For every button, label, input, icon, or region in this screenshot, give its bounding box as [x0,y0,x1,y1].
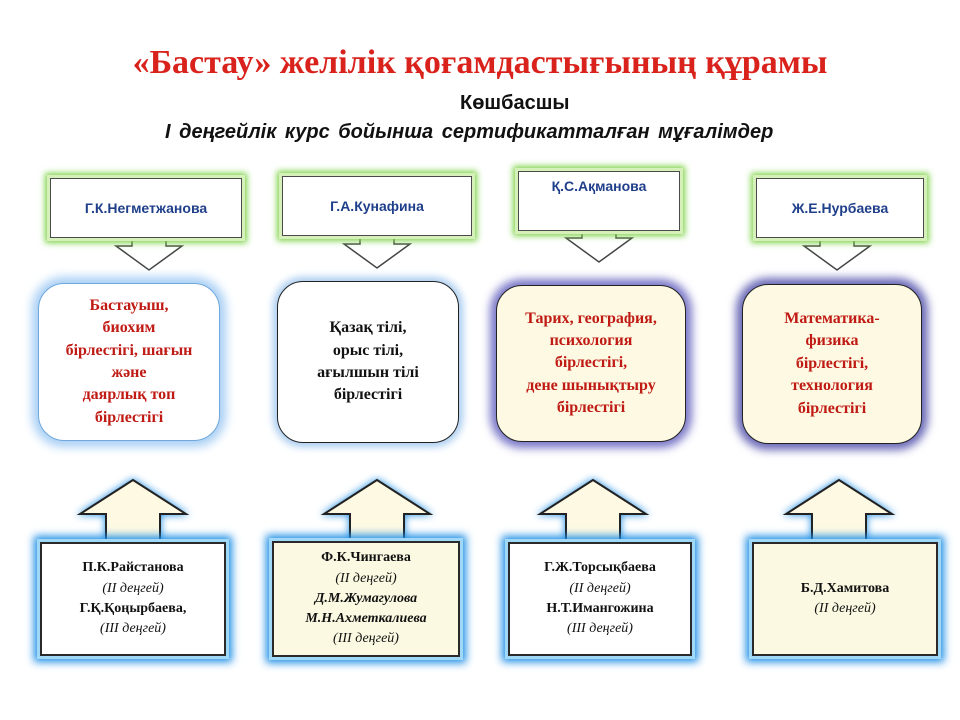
leader-box-4: Ж.Е.Нурбаева [756,178,924,238]
down-arrow-4 [801,233,873,271]
association-line: бірлестігі [556,399,626,417]
member-name: Ф.К.Чингаева [321,550,411,566]
member-name: Д.М.Жумагулова [314,590,418,606]
down-arrow-3 [563,225,635,263]
member-name: П.К.Райстанова [82,560,184,576]
member-level: (ІІ деңгей) [335,570,397,586]
leader-box-1: Г.К.Негметжанова [50,178,242,238]
association-line: және [111,364,147,381]
association-line: Тарих, география, [525,309,657,327]
association-line: Қазақ тілі, [329,319,407,337]
members-box-1: П.К.Райстанова (ІІ деңгей) Г.Қ.Қоңырбаев… [40,542,226,656]
member-name: Н.Т.Имангожина [546,601,654,616]
association-line: ағылшын тілі [317,364,419,381]
member-level: (ІІІ деңгей) [567,621,633,637]
association-line: биохим [102,319,156,337]
subtitle: І деңгейлік курс бойынша сертификатталға… [165,121,774,143]
down-arrow-1 [113,233,185,271]
member-name: Г.Ж.Торсықбаева [544,560,656,576]
member-level: (ІІІ деңгей) [333,631,399,647]
member-level: (ІІІ деңгей) [100,621,166,637]
association-text: Математика- физика бірлестігі, технологи… [784,308,879,420]
association-line: бірлестігі, шағын [65,341,193,359]
leader-label: Көшбасшы [460,92,570,114]
association-box-2: Қазақ тілі, орыс тілі, ағылшын тілі бірл… [277,281,459,443]
down-arrow-2 [341,231,413,269]
member-name: Г.Қ.Қоңырбаева, [79,601,187,616]
association-box-1: Бастауыш, биохим бірлестігі, шағын және … [38,283,220,441]
association-line: Математика- [784,310,880,328]
up-arrow-3 [536,478,650,543]
association-text: Тарих, география, психология бірлестігі,… [525,308,657,420]
up-arrow-2 [320,478,434,543]
association-line: бірлестігі [94,408,164,426]
association-text: Бастауыш, биохим бірлестігі, шағын және … [66,295,193,429]
members-box-3: Г.Ж.Торсықбаева (ІІ деңгей) Н.Т.Имангожи… [508,542,692,656]
association-line: бірлестігі, [554,354,628,372]
member-name: М.Н.Ахметкалиева [305,611,427,627]
association-line: бірлестігі [333,386,403,404]
association-box-3: Тарих, география, психология бірлестігі,… [496,285,686,442]
leader-box-2: Г.А.Кунафина [282,176,472,236]
association-line: физика [805,332,859,350]
leader-name: Ж.Е.Нурбаева [791,200,889,216]
members-box-2: Ф.К.Чингаева (ІІ деңгей) Д.М.Жумагулова … [272,541,460,657]
leader-name: Г.К.Негметжанова [84,200,208,216]
association-line: даярлық топ [82,386,176,404]
members-box-4: Б.Д.Хамитова (ІІ деңгей) [752,542,938,656]
association-line: орыс тілі, [332,341,404,359]
association-line: бірлестігі [797,399,867,417]
member-level: (ІІ деңгей) [814,601,876,616]
association-line: Бастауыш, [89,296,169,314]
member-level: (ІІ деңгей) [569,580,631,596]
up-arrow-4 [782,478,896,543]
association-box-4: Математика- физика бірлестігі, технологи… [742,284,922,444]
association-line: дене шынықтыру [526,376,656,394]
association-line: технология [791,377,873,395]
association-text: Қазақ тілі, орыс тілі, ағылшын тілі бірл… [317,317,419,407]
up-arrow-1 [76,478,190,543]
member-name: Б.Д.Хамитова [800,580,890,596]
leader-box-3: Қ.С.Ақманова [518,171,680,231]
leader-name: Қ.С.Ақманова [551,178,647,194]
member-level: (ІІ деңгей) [102,580,164,596]
page-title: «Бастау» желілік қоғамдастығының құрамы [132,44,828,81]
association-line: бірлестігі, [795,354,869,372]
leader-name: Г.А.Кунафина [330,198,424,214]
association-line: психология [549,331,633,349]
